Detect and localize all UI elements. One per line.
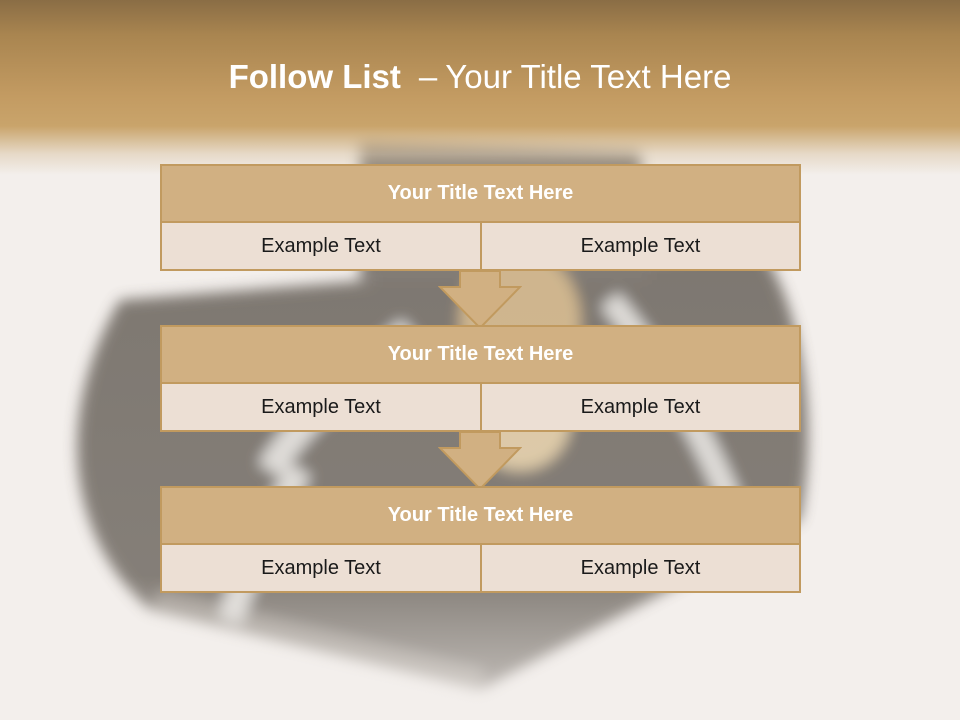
step-cell-right: Example Text (580, 235, 701, 257)
page-title-rest: Your Title Text Here (445, 58, 732, 95)
step-cell-left: Example Text (162, 545, 482, 591)
step-title: Your Title Text Here (162, 488, 799, 545)
page-title: Follow List–Your Title Text Here (0, 52, 960, 102)
step-cell-right: Example Text (580, 557, 701, 579)
down-arrow-icon (438, 431, 522, 491)
step-cell-right: Example Text (580, 396, 701, 418)
step-block-2: Your Title Text Here Example Text Exampl… (160, 325, 801, 432)
header-band (0, 0, 960, 175)
step-block-1: Your Title Text Here Example Text Exampl… (160, 164, 801, 271)
down-arrow-icon (438, 270, 522, 330)
step-cell-left: Example Text (162, 223, 482, 269)
step-title: Your Title Text Here (162, 327, 799, 384)
page-title-bold: Follow List (228, 58, 401, 95)
step-title: Your Title Text Here (162, 166, 799, 223)
step-block-3: Your Title Text Here Example Text Exampl… (160, 486, 801, 593)
page-title-separator: – (418, 58, 438, 95)
step-cell-left: Example Text (162, 384, 482, 430)
